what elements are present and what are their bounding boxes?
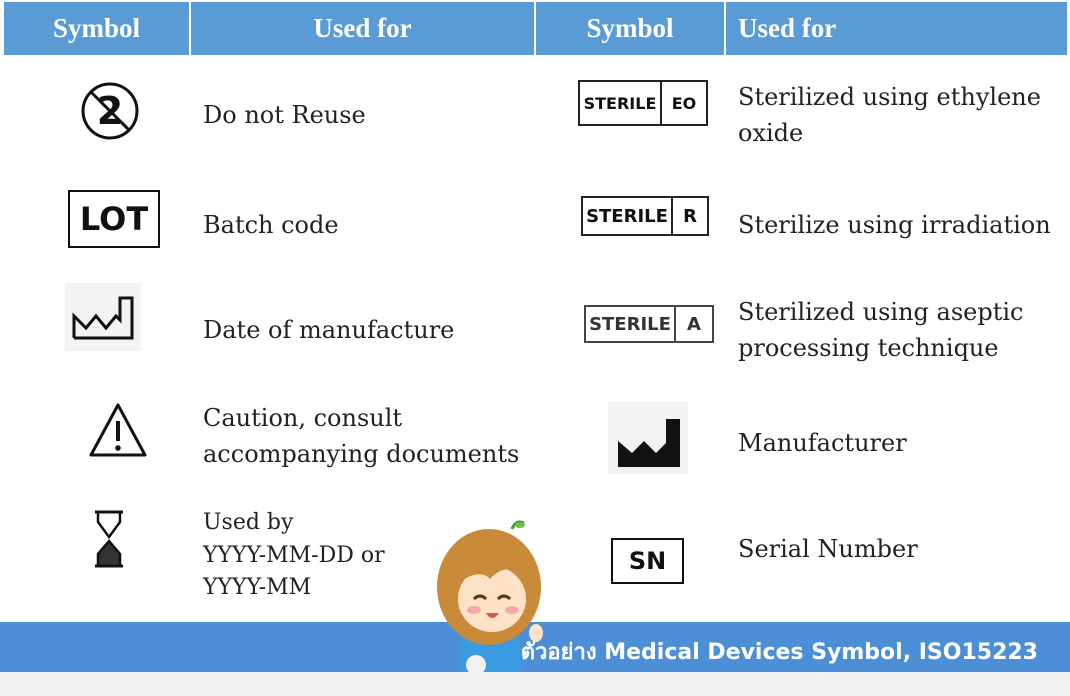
sterile-eo-text-a: STERILE	[580, 82, 662, 124]
do-not-reuse-icon: 2	[78, 80, 142, 142]
hourglass-icon	[92, 510, 126, 568]
sterile-a-icon: STERILE A	[584, 305, 714, 343]
label-sterile-a-line2: processing technique	[738, 334, 999, 362]
sterile-eo-icon: STERILE EO	[578, 80, 708, 126]
manufacturer-icon	[608, 402, 688, 474]
label-manufacturer: Manufacturer	[738, 429, 907, 457]
label-batch-code: Batch code	[203, 211, 339, 239]
label-date-of-manufacture: Date of manufacture	[203, 316, 455, 344]
header-used-for-right: Used for	[726, 2, 1067, 55]
header-used-for-left: Used for	[191, 2, 536, 55]
sterile-r-text-a: STERILE	[583, 198, 673, 234]
label-used-by-line2: YYYY-MM-DD or	[203, 543, 385, 568]
lot-icon-text: LOT	[79, 200, 149, 238]
label-caution-line1: Caution, consult	[203, 404, 403, 432]
cartoon-girl-illustration	[432, 515, 547, 685]
sterile-a-text-b: A	[687, 313, 701, 335]
header-symbol-left: Symbol	[4, 2, 191, 55]
label-sterile-eo-line1: Sterilized using ethylene	[738, 83, 1041, 111]
label-used-by-line1: Used by	[203, 510, 294, 535]
label-sterile-eo-line2: oxide	[738, 119, 804, 147]
lot-icon: LOT	[68, 190, 160, 248]
date-of-manufacture-icon	[65, 283, 141, 351]
table-header: Symbol Used for Symbol Used for	[4, 2, 1067, 55]
bottom-strip	[0, 672, 1070, 696]
header-symbol-right: Symbol	[536, 2, 726, 55]
sterile-a-text-a: STERILE	[586, 307, 676, 341]
label-sterile-r: Sterilize using irradiation	[738, 211, 1051, 239]
serial-number-icon-text: SN	[628, 547, 667, 575]
caution-icon	[86, 400, 150, 460]
label-serial-number: Serial Number	[738, 535, 918, 563]
label-sterile-a-line1: Sterilized using aseptic	[738, 298, 1024, 326]
sterile-eo-text-b: EO	[671, 93, 697, 113]
serial-number-icon: SN	[611, 538, 684, 584]
footer-caption: ตัวอย่าง Medical Devices Symbol, ISO1522…	[520, 640, 1038, 665]
sterile-r-icon: STERILE R	[581, 196, 709, 236]
label-do-not-reuse: Do not Reuse	[203, 101, 366, 129]
label-caution-line2: accompanying documents	[203, 440, 520, 468]
do-not-reuse-digit: 2	[97, 89, 123, 133]
label-used-by-line3: YYYY-MM	[203, 575, 312, 600]
sterile-r-text-b: R	[683, 205, 697, 227]
